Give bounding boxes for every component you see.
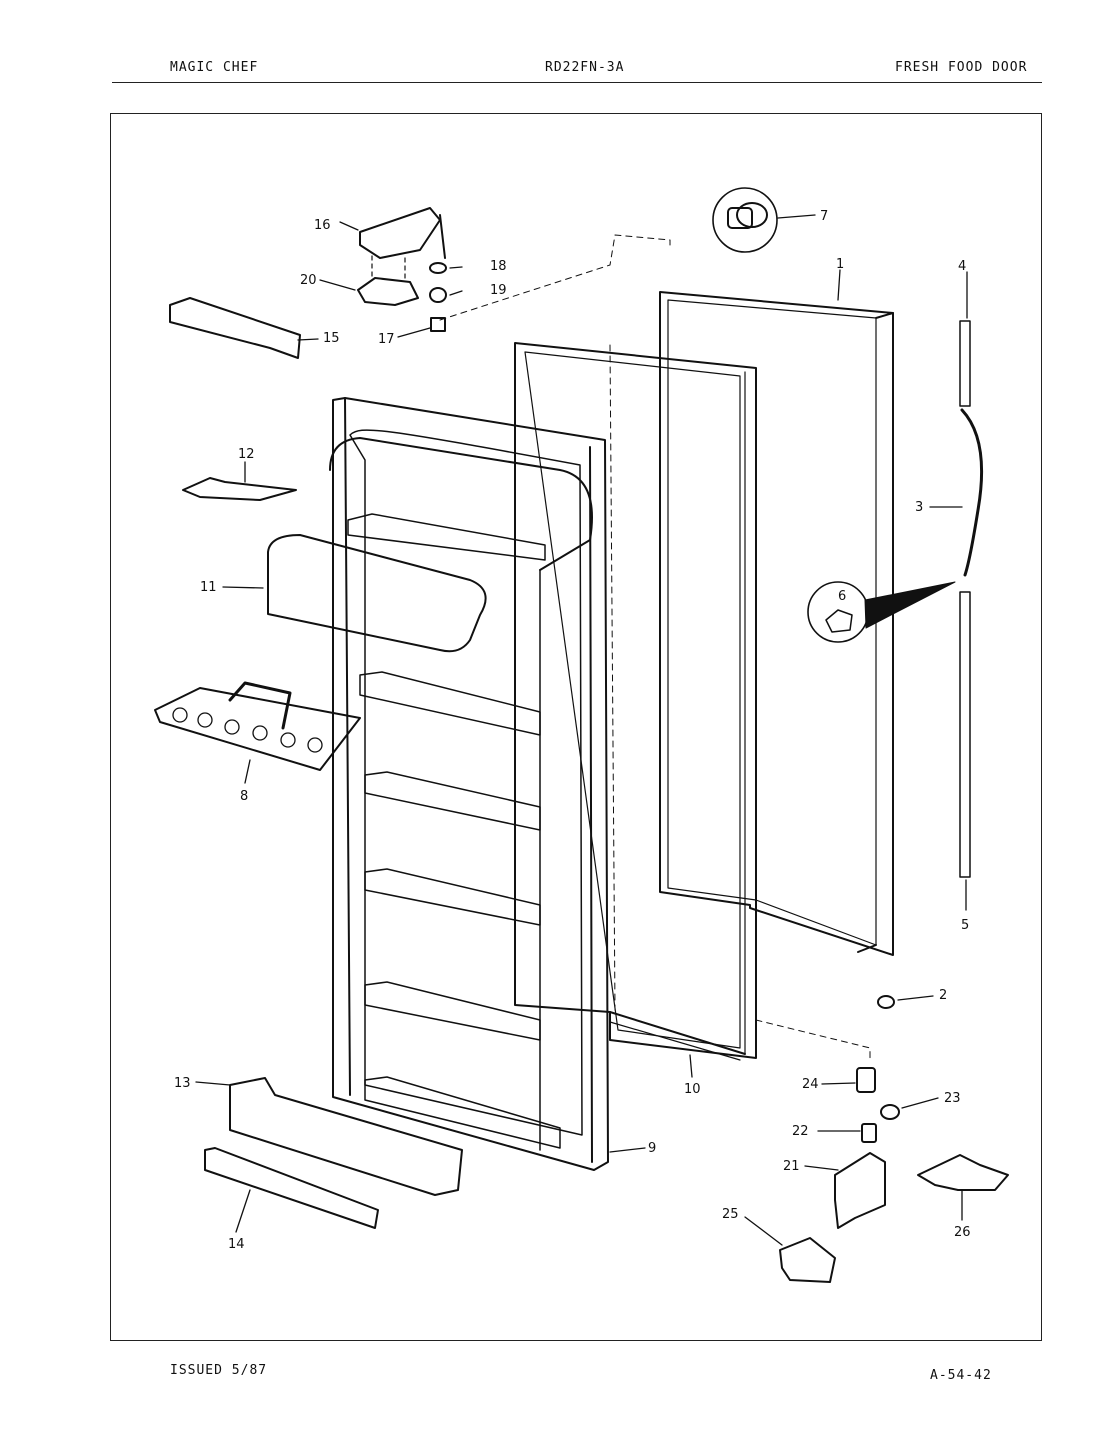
label-2: 2 <box>939 988 947 1003</box>
label-5: 5 <box>961 918 969 933</box>
label-3: 3 <box>915 500 923 515</box>
label-13: 13 <box>174 1076 191 1091</box>
plug <box>877 995 895 1009</box>
header-brand: MAGIC CHEF <box>170 60 259 75</box>
header-model: RD22FN-3A <box>545 60 625 75</box>
callout-leaders <box>195 214 968 1246</box>
label-17: 17 <box>378 332 395 347</box>
nut-17 <box>430 317 446 332</box>
inner-door-liner <box>329 397 609 1171</box>
door-handle <box>959 320 984 878</box>
bottom-hinge-21 <box>834 1152 886 1229</box>
top-hinge <box>359 207 441 259</box>
label-14: 14 <box>228 1237 245 1252</box>
nut-19 <box>429 287 447 303</box>
door-stop <box>712 187 778 253</box>
egg-tray <box>154 681 361 771</box>
label-21: 21 <box>783 1159 800 1174</box>
bushing-24 <box>856 1067 876 1093</box>
outer-door-panel <box>659 291 894 956</box>
alignment-lines <box>439 234 871 1061</box>
label-19: 19 <box>490 283 507 298</box>
label-24: 24 <box>802 1077 819 1092</box>
footer-issued: ISSUED 5/87 <box>170 1363 268 1378</box>
label-6: 6 <box>838 589 846 604</box>
dairy-door <box>267 534 487 653</box>
small-shelf <box>182 477 297 501</box>
label-25: 25 <box>722 1207 739 1222</box>
label-12: 12 <box>238 447 255 462</box>
hinge-shim <box>357 277 419 306</box>
label-10: 10 <box>684 1082 701 1097</box>
hinge-screw <box>439 214 446 259</box>
label-8: 8 <box>240 789 248 804</box>
label-23: 23 <box>944 1091 961 1106</box>
hinge-pin-22 <box>861 1123 877 1143</box>
footer-page-code: A-54-42 <box>930 1368 992 1383</box>
diagram-frame <box>110 113 1042 1341</box>
label-15: 15 <box>323 331 340 346</box>
hinge-cover <box>169 297 301 359</box>
callout-labels: 16 18 19 20 17 15 12 11 8 13 14 9 10 7 1… <box>174 209 971 1252</box>
header-rule <box>112 82 1042 83</box>
label-7: 7 <box>820 209 828 224</box>
label-20: 20 <box>300 273 317 288</box>
door-gasket <box>514 342 757 1061</box>
label-18: 18 <box>490 259 507 274</box>
label-22: 22 <box>792 1124 809 1139</box>
label-9: 9 <box>648 1141 656 1156</box>
door-rail <box>229 1077 463 1196</box>
label-26: 26 <box>954 1225 971 1240</box>
header-section: FRESH FOOD DOOR <box>895 60 1028 75</box>
trim-strip <box>204 1147 379 1229</box>
plate-26 <box>917 1154 1009 1191</box>
bracket-25 <box>779 1237 836 1283</box>
label-16: 16 <box>314 218 331 233</box>
label-4: 4 <box>958 259 966 274</box>
handle-screw-detail <box>807 581 956 643</box>
washer-18 <box>429 262 447 274</box>
label-11: 11 <box>200 580 217 595</box>
label-1: 1 <box>836 257 844 272</box>
washer-23 <box>880 1104 900 1120</box>
